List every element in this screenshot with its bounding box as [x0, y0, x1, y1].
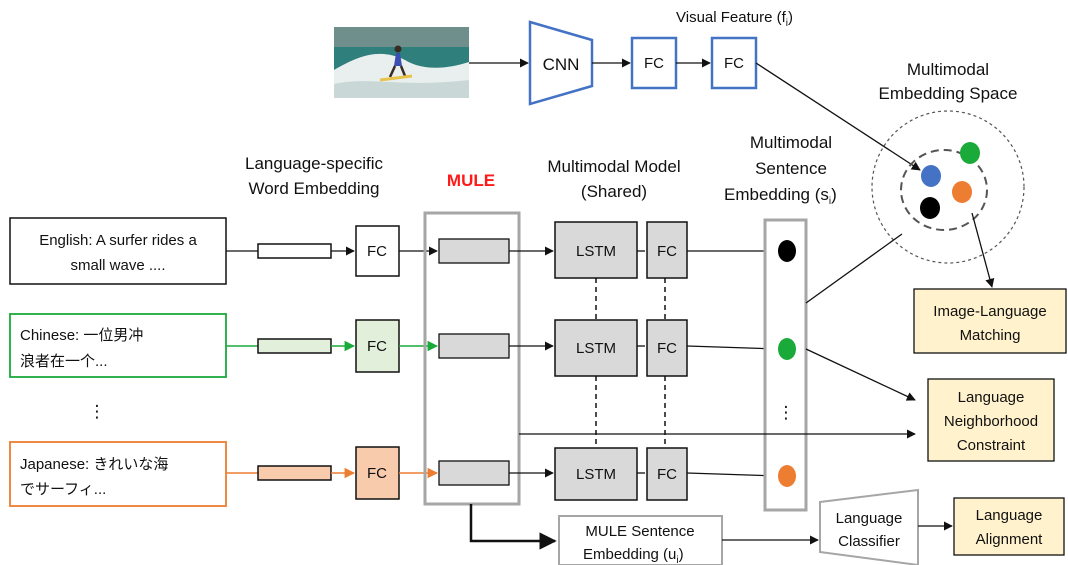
english-word-vector: [257, 243, 332, 259]
blue-point: [921, 165, 941, 187]
classifier-text-2: Classifier: [838, 533, 900, 550]
neighborhood-text-3: Constraint: [957, 437, 1026, 454]
chinese-input: Chinese: 一位男冲 浪者在一个...: [9, 313, 227, 378]
green-point: [960, 142, 980, 164]
mule-vector-japanese: [438, 460, 510, 486]
language-alignment-box: Language Alignment: [953, 497, 1065, 556]
embedding-chinese-dot: [778, 338, 796, 360]
space-to-matching-arrow: [971, 212, 995, 288]
embedding-to-space-line: [805, 233, 903, 304]
lang-specific-header-2: Word Embedding: [248, 179, 379, 198]
japanese-text-2: でサーフィ...: [20, 481, 106, 498]
image-fc-2-label: FC: [724, 55, 744, 72]
inputs-vdots: ⋮: [89, 402, 106, 421]
shared-fc-english-label: FC: [657, 243, 677, 260]
embedding-space-ellipse: [871, 110, 1025, 264]
embedding-japanese-dot: [778, 465, 796, 487]
shared-fc-chinese: FC: [646, 319, 688, 377]
shared-fc-english: FC: [646, 221, 688, 279]
alignment-text-1: Language: [976, 507, 1043, 524]
matching-text-2: Matching: [960, 327, 1021, 344]
japanese-word-vector: [257, 465, 332, 481]
chinese-fc: FC: [355, 319, 400, 373]
mule-to-sentence-arrow: [469, 504, 557, 550]
visual-feature-arrow: [755, 62, 921, 171]
lstm-chinese-label: LSTM: [576, 340, 616, 357]
lang-specific-header-1: Language-specific: [245, 154, 383, 173]
japanese-fc-label: FC: [367, 465, 387, 482]
fc-to-embedding-arrow-2: [686, 344, 779, 354]
mm-model-header-2: (Shared): [581, 182, 647, 201]
image-fc-1: FC: [630, 36, 678, 90]
mm-sentence-header-1: Multimodal: [750, 133, 832, 152]
cnn-label: CNN: [543, 55, 580, 74]
shared-fc-chinese-label: FC: [657, 340, 677, 357]
english-input: English: A surfer rides a small wave ...…: [9, 217, 227, 285]
visual-feature-label: Visual Feature (fi): [676, 9, 793, 29]
mm-sentence-header-3: Embedding (si): [724, 185, 837, 207]
english-fc: FC: [355, 225, 400, 277]
classifier-text-1: Language: [836, 510, 903, 527]
mule-vector-chinese: [438, 333, 510, 359]
embedding-vdots: ⋮: [778, 403, 795, 422]
chinese-text-1: Chinese: 一位男冲: [20, 327, 143, 344]
surfer-image: [334, 27, 469, 98]
japanese-fc: FC: [355, 446, 400, 500]
mule-header: MULE: [447, 171, 495, 190]
lstm-chinese: LSTM: [554, 319, 638, 377]
black-point: [920, 197, 940, 219]
alignment-text-2: Alignment: [976, 531, 1044, 548]
matching-text-1: Image-Language: [933, 303, 1046, 320]
language-neighborhood-box: Language Neighborhood Constraint: [927, 378, 1055, 462]
mm-sentence-header-2: Sentence: [755, 159, 827, 178]
mm-sentence-column: [763, 218, 808, 512]
cnn-block: CNN: [528, 20, 594, 106]
lstm-english: LSTM: [554, 221, 638, 279]
shared-fc-japanese-label: FC: [657, 466, 677, 483]
lstm-japanese: LSTM: [554, 447, 638, 501]
fc-to-embedding-arrow-3: [686, 471, 779, 481]
mm-model-header-1: Multimodal Model: [547, 157, 680, 176]
english-fc-label: FC: [367, 243, 387, 260]
neighborhood-text-2: Neighborhood: [944, 413, 1038, 430]
orange-point: [952, 181, 972, 203]
image-language-matching-box: Image-Language Matching: [913, 288, 1067, 354]
language-classifier: Language Classifier: [819, 488, 919, 565]
chinese-word-vector: [257, 338, 332, 354]
mule-sentence-text-2: Embedding (ui): [583, 546, 684, 565]
mule-sentence-text-1: MULE Sentence: [585, 523, 694, 540]
english-text-2: small wave ....: [70, 257, 165, 274]
chinese-text-2: 浪者在一个...: [20, 353, 108, 370]
chinese-fc-label: FC: [367, 338, 387, 355]
japanese-text-1: Japanese: きれいな海: [20, 456, 168, 473]
mule-vector-english: [438, 238, 510, 264]
embedding-english-dot: [778, 240, 796, 262]
image-fc-2: FC: [710, 36, 758, 90]
lstm-japanese-label: LSTM: [576, 466, 616, 483]
image-fc-1-label: FC: [644, 55, 664, 72]
neighborhood-text-1: Language: [958, 389, 1025, 406]
lstm-english-label: LSTM: [576, 243, 616, 260]
embedding-space-title-2: Embedding Space: [879, 84, 1018, 103]
embedding-space-title-1: Multimodal: [907, 60, 989, 79]
japanese-input: Japanese: きれいな海 でサーフィ...: [9, 441, 227, 507]
mule-sentence-box: MULE Sentence Embedding (ui): [558, 515, 723, 565]
shared-fc-japanese: FC: [646, 447, 688, 501]
english-text-1: English: A surfer rides a: [39, 232, 197, 249]
embedding-to-neighborhood-arrow: [805, 348, 916, 401]
